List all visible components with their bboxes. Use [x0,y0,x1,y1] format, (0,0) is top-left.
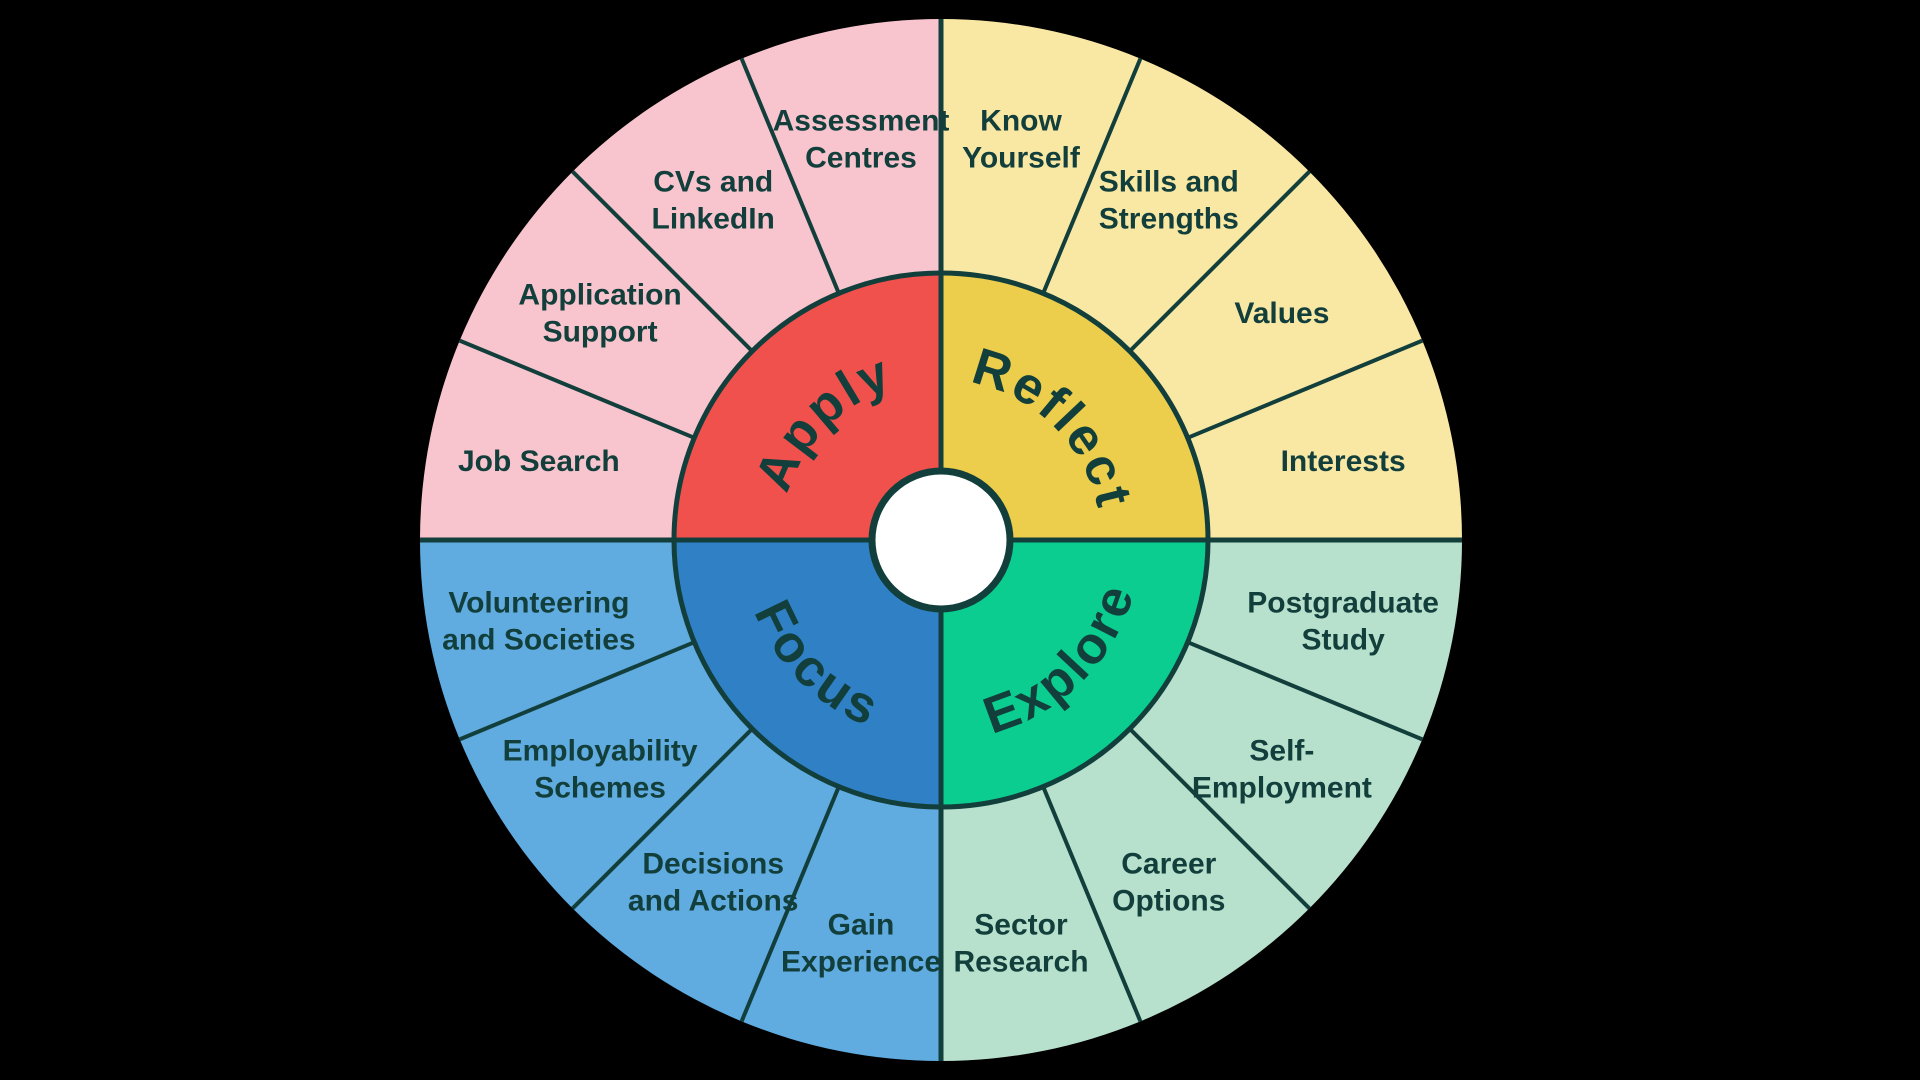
segment-label-values: Values [1234,297,1329,330]
explore-segment-divider-2 [1128,727,1311,910]
reflect-segment-divider-1 [1041,57,1143,295]
explore-segment-divider-1 [1186,640,1424,742]
apply-segment-divider-2 [571,170,754,353]
reflect-inner-wedge [941,273,1208,540]
focus-inner-wedge [674,540,941,807]
segment-label-job-search: Job Search [458,445,620,478]
apply-inner-wedge [674,273,941,540]
center-hub-circle [868,467,1014,613]
segment-label-self-employment: Self-Employment [1192,734,1372,804]
focus-segment-divider-3 [458,640,696,742]
inner-wheel-rim [671,270,1211,810]
apply-segment-divider-3 [739,57,841,295]
focus-segment-divider-2 [571,727,754,910]
reflect-segment-divider-2 [1128,170,1311,353]
explore-inner-wedge [941,540,1208,807]
apply-segment-divider-1 [458,338,696,440]
reflect-segment-divider-3 [1186,338,1424,440]
explore-segment-divider-3 [1041,785,1143,1023]
segment-label-interests: Interests [1281,445,1406,478]
focus-segment-divider-1 [739,785,841,1023]
